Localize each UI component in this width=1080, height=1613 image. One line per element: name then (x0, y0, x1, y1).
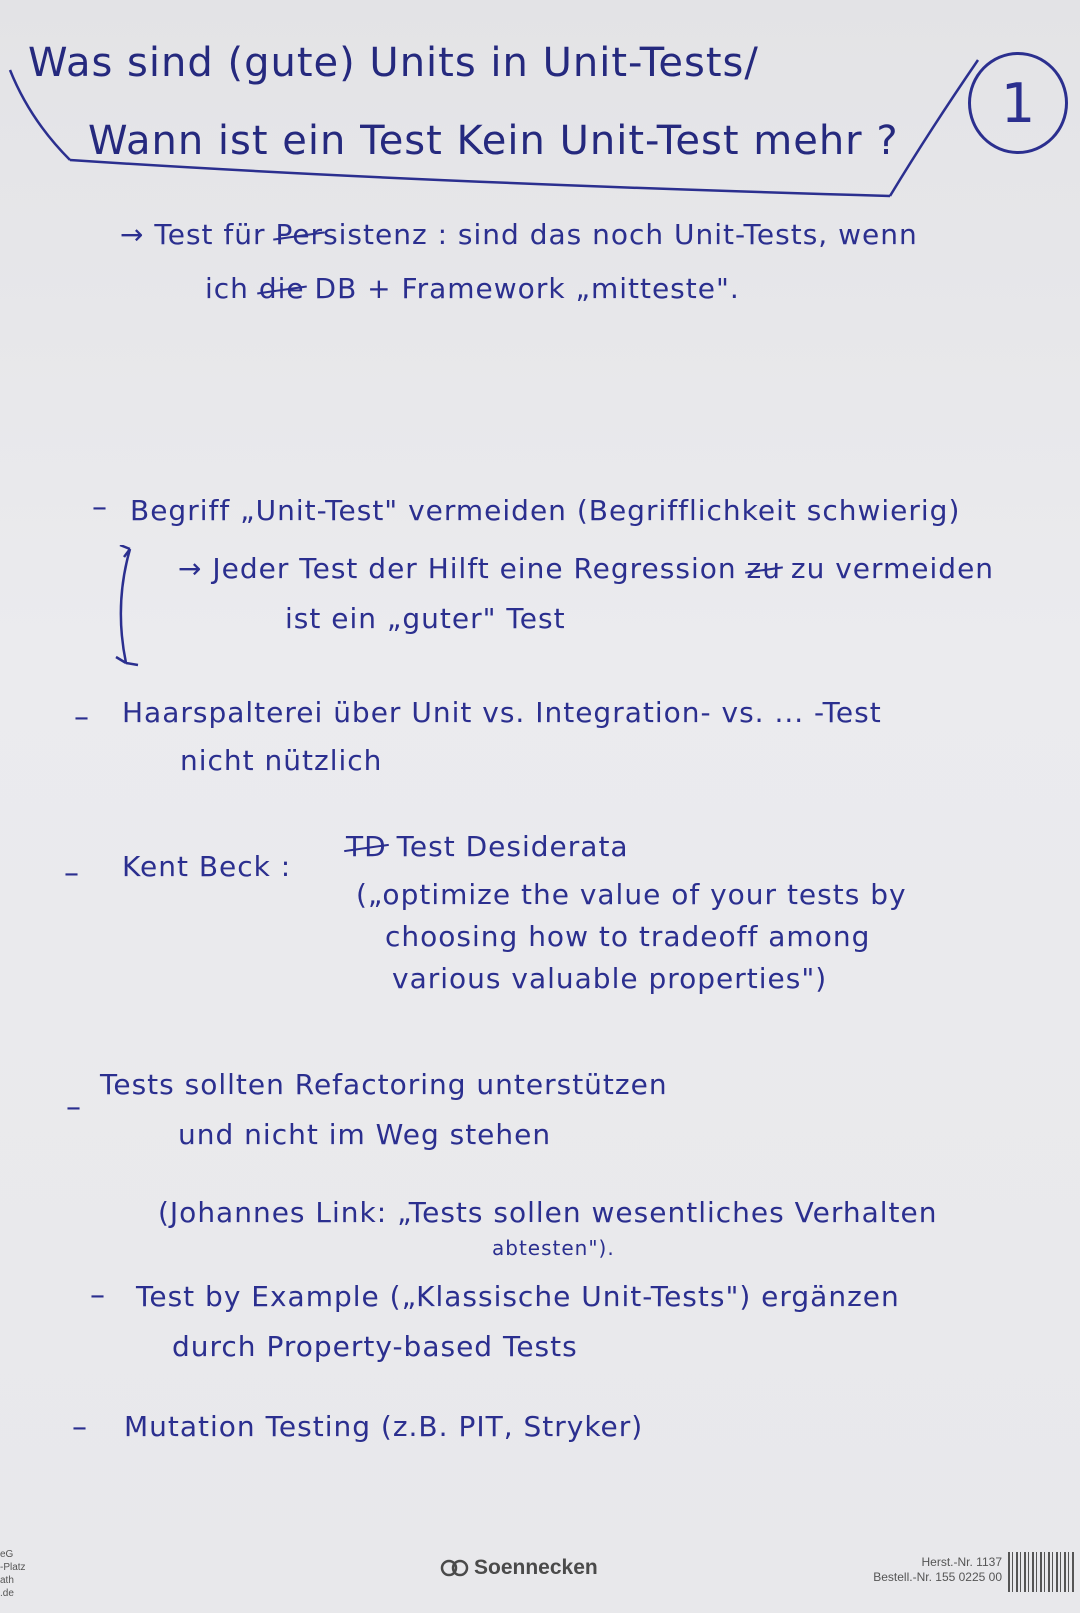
refactoring-line-2: und nicht im Weg stehen (178, 1118, 552, 1151)
arrow-icon: → (178, 552, 203, 585)
struck-text: zu (746, 552, 781, 585)
arrow-icon: → (120, 218, 145, 251)
page-number-circle: 1 (968, 52, 1068, 154)
bullet-begriff: Begriff „Unit-Test" vermeiden (Begriffli… (130, 494, 961, 527)
brand-logo: Soennecken (440, 1556, 598, 1580)
note-persistence-line-2: ich die DB + Framework „mitteste". (205, 272, 740, 305)
brand-name: Soennecken (474, 1556, 598, 1579)
bullet-haarspalterei: Haarspalterei über Unit vs. Integration-… (122, 696, 882, 729)
bullet-dash: – (92, 490, 108, 525)
property-based-line-2: durch Property-based Tests (172, 1330, 578, 1363)
struck-text: TD (346, 830, 387, 863)
beck-line-3: choosing how to tradeoff among (385, 920, 871, 953)
bracket-double-arrow (115, 545, 139, 667)
title-line-1: Was sind (gute) Units in Unit-Tests/ (28, 40, 759, 86)
sub-regression-line-2: ist ein „guter" Test (285, 602, 566, 635)
bullet-dash: – (74, 700, 90, 735)
bullet-refactoring: Tests sollten Refactoring unterstützen (100, 1068, 668, 1101)
struck-text: die (258, 272, 305, 305)
bullet-test-by-example: Test by Example („Klassische Unit-Tests"… (136, 1280, 900, 1313)
beck-line-4: various valuable properties") (392, 962, 828, 995)
soennecken-logo-icon (440, 1559, 469, 1577)
barcode (1008, 1552, 1074, 1592)
bullet-dash: – (72, 1410, 88, 1445)
page-number: 1 (1000, 71, 1036, 135)
note-persistence-line-1: → Test für Persistenz : sind das noch Un… (120, 218, 918, 251)
beck-line-1: TD Test Desiderata (346, 830, 629, 863)
bullet-dash: – (66, 1090, 82, 1125)
bullet-kent-beck: Kent Beck : (122, 850, 292, 883)
bullet-mutation-testing: Mutation Testing (z.B. PIT, Stryker) (124, 1410, 644, 1443)
title-frame-lines (8, 59, 980, 198)
sub-regression-line-1: → Jeder Test der Hilft eine Regression z… (178, 552, 995, 585)
vendor-address: eG -Platz ath .de (0, 1549, 26, 1599)
title-line-2: Wann ist ein Test Kein Unit-Test mehr ? (88, 118, 899, 164)
bullet-dash: – (64, 856, 80, 891)
link-quote-line-2: abtesten"). (492, 1236, 615, 1260)
link-quote-line-1: (Johannes Link: „Tests sollen wesentlich… (158, 1196, 938, 1229)
haarspalterei-line-2: nicht nützlich (180, 744, 383, 777)
beck-line-2: („optimize the value of your tests by (356, 878, 907, 911)
order-info: Herst.-Nr. 1137 Bestell.-Nr. 155 0225 00 (873, 1555, 1002, 1584)
struck-text: Per (275, 218, 324, 251)
bullet-dash: – (90, 1278, 106, 1313)
